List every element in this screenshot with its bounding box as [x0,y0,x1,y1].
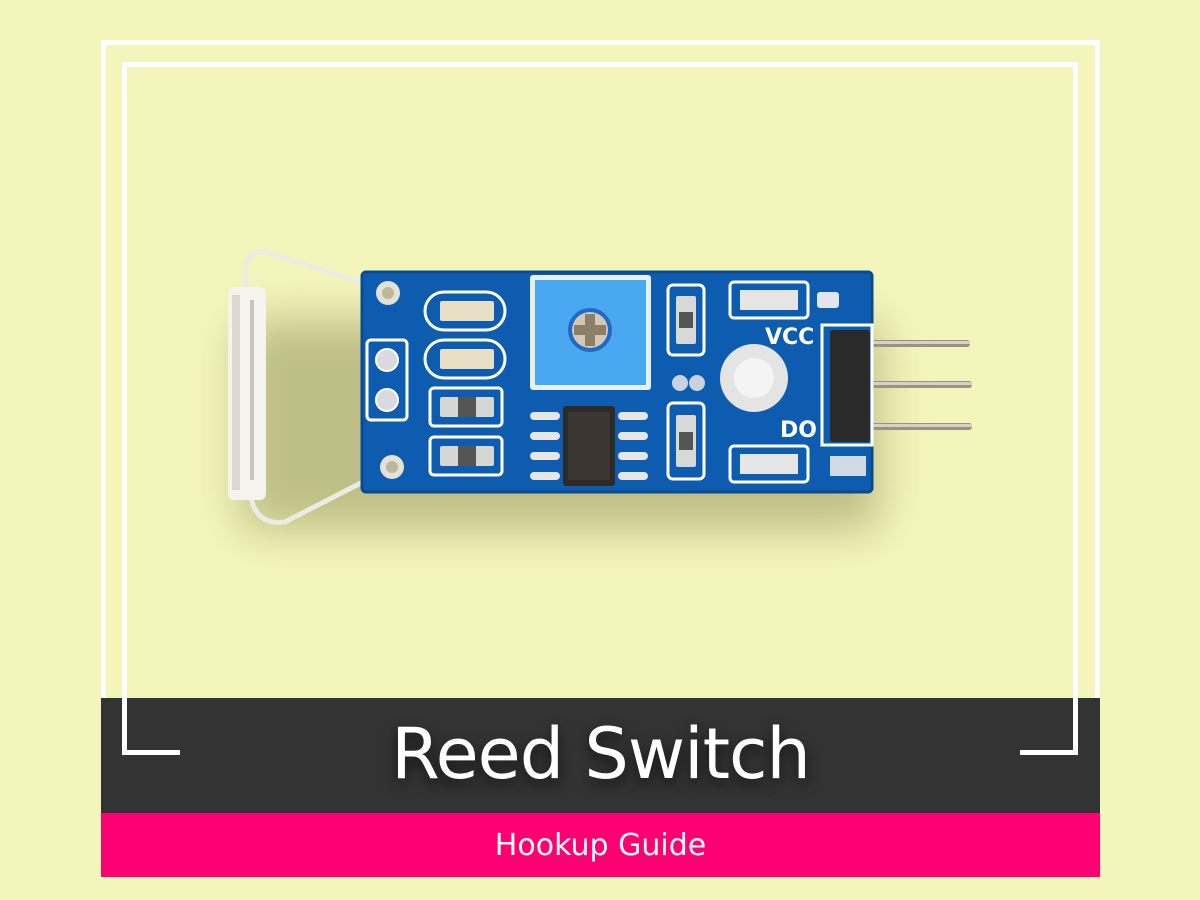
frame-corner-bracket-right [1020,698,1078,755]
vcc-silkscreen: VCC [765,325,814,350]
inner-frame [122,62,1078,755]
page-title: Reed Switch [391,712,811,795]
do-silkscreen: DO [780,418,817,443]
frame-corner-bracket-left [122,698,180,755]
reed-glass-body [228,287,266,500]
outer-frame [101,40,1100,745]
header-pins [850,340,972,430]
comparator-ic [530,406,648,486]
pcb-board: VCC DO [360,270,874,494]
subtitle-band: Hookup Guide [101,813,1100,877]
reed-switch-module-image: VCC DO [228,249,972,530]
title-band [101,698,1100,813]
page-subtitle: Hookup Guide [494,827,707,863]
